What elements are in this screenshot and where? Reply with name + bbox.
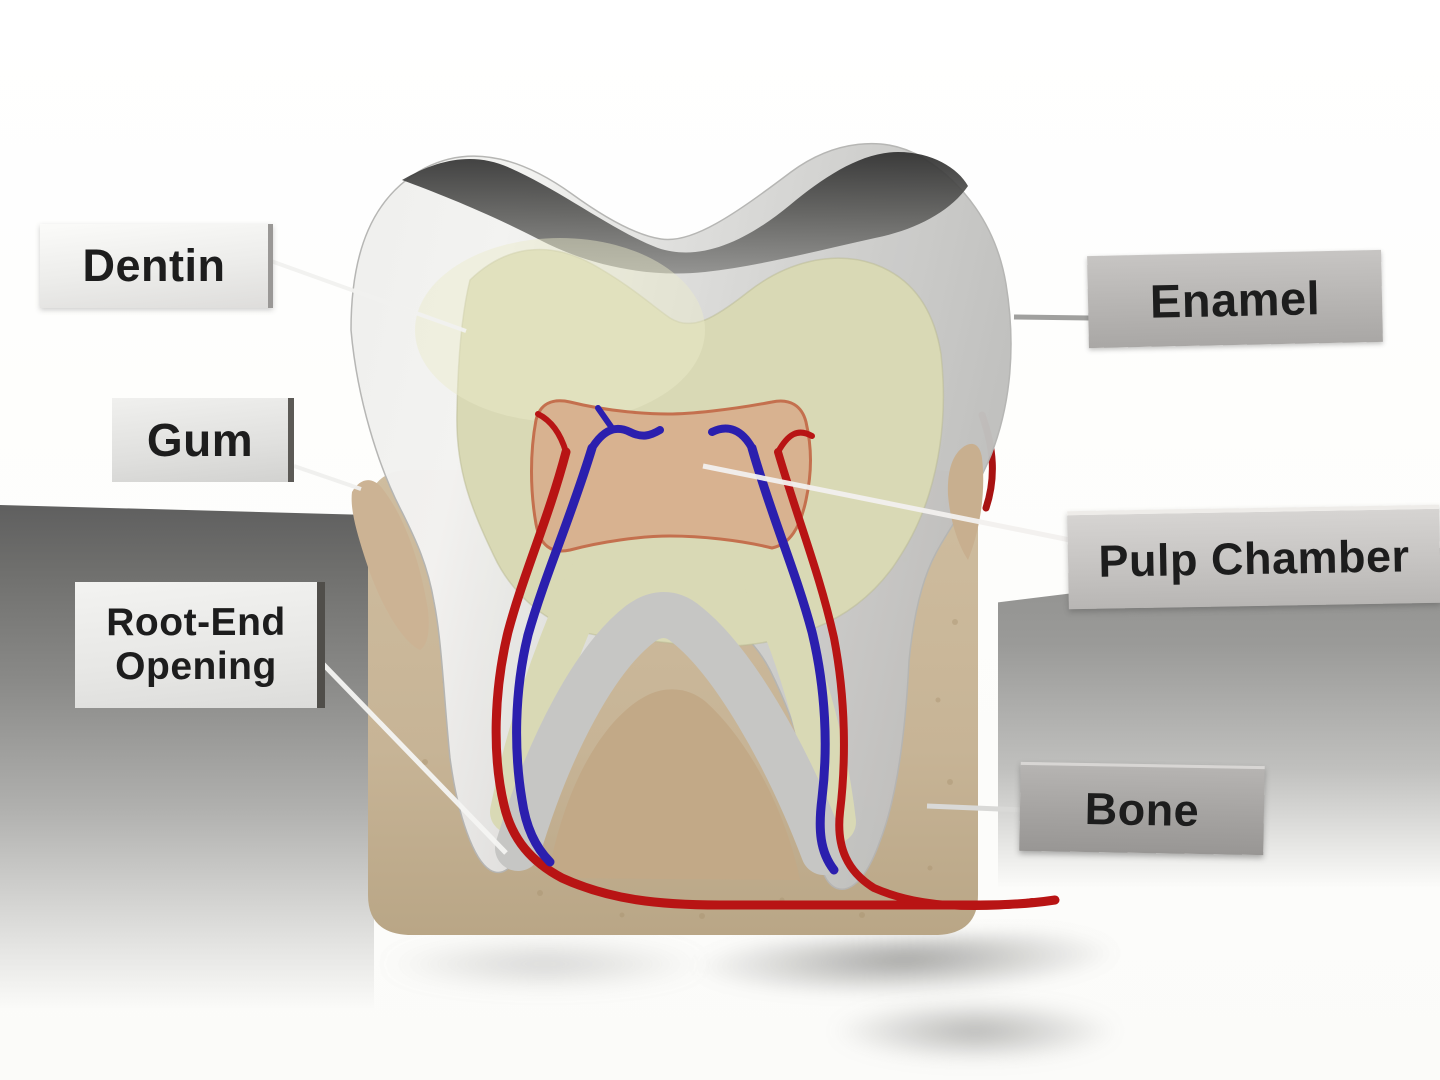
label-pulp-chamber: Pulp Chamber xyxy=(1067,504,1440,610)
label-enamel: Enamel xyxy=(1087,249,1383,349)
red-vessel-right-twig xyxy=(775,429,815,455)
bone-leader-line xyxy=(926,803,1023,813)
red-vessel-left-twig xyxy=(535,411,569,455)
blue-vessel-right xyxy=(747,443,839,875)
red-vessel-left-main xyxy=(491,447,1060,910)
dentin-root-right xyxy=(744,560,856,844)
label-root-end-opening: Root-End Opening xyxy=(75,582,325,708)
label-bone: Bone xyxy=(1019,761,1265,856)
label-dentin-text: Dentin xyxy=(82,240,226,291)
blue-vessel-left-branch-twig xyxy=(595,405,615,431)
blue-vessel-right-branch xyxy=(708,424,756,452)
gum-tissue-left xyxy=(351,480,429,650)
red-vessel-right xyxy=(774,448,1036,911)
label-pulp-chamber-text: Pulp Chamber xyxy=(1098,530,1410,587)
blue-vessel-left-branch xyxy=(588,424,664,452)
enamel-leader-line xyxy=(1013,314,1091,321)
pulp-chamber-leader-line xyxy=(702,463,1076,544)
label-gum-text: Gum xyxy=(146,414,254,466)
label-root-end-line1: Root-End xyxy=(106,601,286,645)
label-dentin: Dentin xyxy=(40,224,273,308)
pulp-chamber-shape xyxy=(530,399,812,553)
label-enamel-text: Enamel xyxy=(1149,270,1321,328)
occlusal-surface xyxy=(402,152,968,274)
root-end-leader-line xyxy=(321,662,508,855)
blue-vessel-left xyxy=(512,443,597,867)
label-root-end-line2: Opening xyxy=(115,645,277,688)
interradicular-arch xyxy=(495,592,847,875)
dentin-highlight xyxy=(415,238,705,422)
dentin-leader-line xyxy=(270,259,467,333)
label-bone-text: Bone xyxy=(1084,783,1200,836)
label-gum: Gum xyxy=(112,398,294,482)
gum-tissue-right xyxy=(947,443,984,560)
gum-leader-line xyxy=(293,464,362,491)
interradicular-bone xyxy=(548,689,800,880)
